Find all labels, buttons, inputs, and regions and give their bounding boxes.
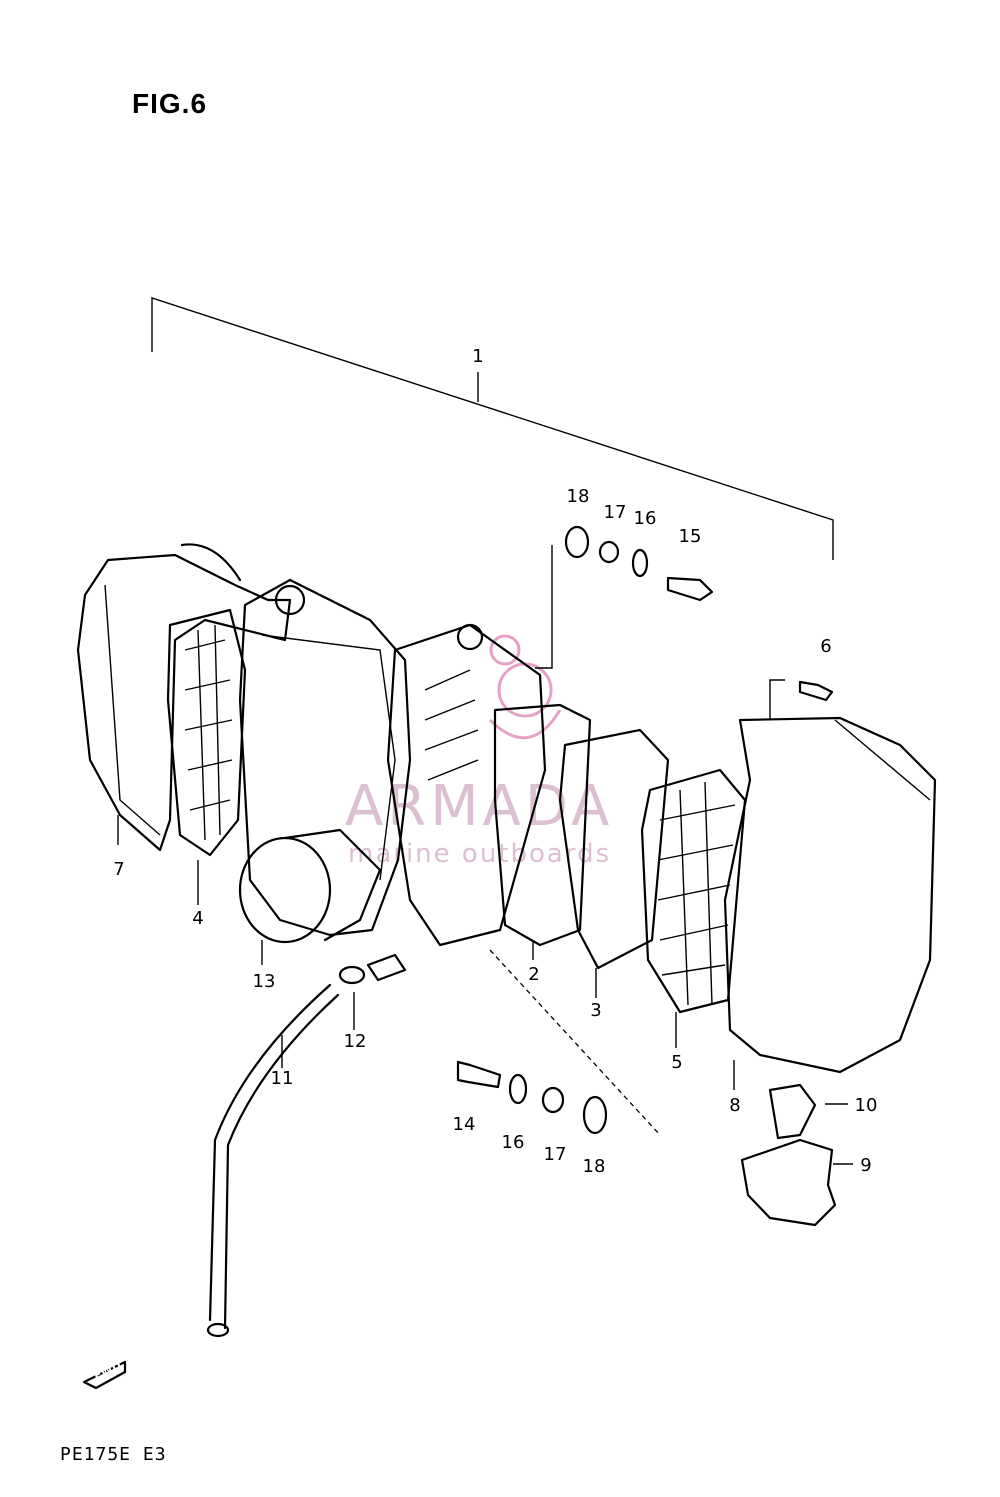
- label-part-1: 1: [472, 346, 483, 367]
- part-2-element: [493, 703, 592, 947]
- model-code: PE175E E3: [60, 1444, 167, 1465]
- figure-title: FIG.6: [132, 88, 208, 119]
- label-part-13: 13: [253, 971, 276, 992]
- label-part-11: 11: [271, 1068, 294, 1089]
- watermark-name: ARMADA: [345, 774, 613, 839]
- watermark-logo-icon: [488, 634, 562, 740]
- label-part-18-upper: 18: [567, 486, 590, 507]
- label-part-2: 2: [528, 964, 539, 985]
- label-part-14: 14: [453, 1114, 476, 1135]
- part-13-duct-ring: [238, 828, 382, 944]
- label-part-17-upper: 17: [604, 502, 627, 523]
- hardware-set-lower: [456, 949, 661, 1136]
- part-12-clamp: [338, 953, 407, 985]
- part-7-left-cover: [76, 543, 292, 852]
- assembly-bracket: [151, 297, 834, 560]
- label-part-5: 5: [671, 1052, 682, 1073]
- label-part-18-lower: 18: [583, 1156, 606, 1177]
- part-labels: 1 2 3 4 5 6 7 8 9 10 11 12 13 14 15 16 1…: [113, 346, 877, 1177]
- label-part-16-upper: 16: [634, 508, 657, 529]
- label-part-8: 8: [729, 1095, 740, 1116]
- label-part-6: 6: [820, 636, 831, 657]
- part-6-bolt: [769, 679, 834, 720]
- hardware-set-upper: [535, 525, 714, 669]
- part-front-housing: [386, 623, 547, 947]
- label-part-16-lower: 16: [502, 1132, 525, 1153]
- label-part-15: 15: [679, 526, 702, 547]
- part-9-drain-cup: [740, 1138, 837, 1227]
- label-part-4: 4: [192, 908, 203, 929]
- part-8-right-cover: [723, 716, 937, 1074]
- label-part-10: 10: [855, 1095, 878, 1116]
- label-part-9: 9: [860, 1155, 871, 1176]
- label-part-3: 3: [590, 1000, 601, 1021]
- part-4-grid-plate: [166, 608, 247, 857]
- label-part-17-lower: 17: [544, 1144, 567, 1165]
- label-part-7: 7: [113, 859, 124, 880]
- leader-lines: [117, 815, 853, 1165]
- part-11-hose: [206, 983, 340, 1338]
- part-5-grid-plate: [640, 768, 747, 1014]
- label-part-12: 12: [344, 1031, 367, 1052]
- part-3-filter: [558, 728, 670, 970]
- watermark-tagline: marine outboards: [348, 839, 611, 869]
- part-main-housing: [238, 578, 412, 937]
- fwd-label: FWD: [92, 1359, 124, 1383]
- forward-arrow: FWD: [82, 1359, 127, 1390]
- part-10-clip: [768, 1083, 817, 1140]
